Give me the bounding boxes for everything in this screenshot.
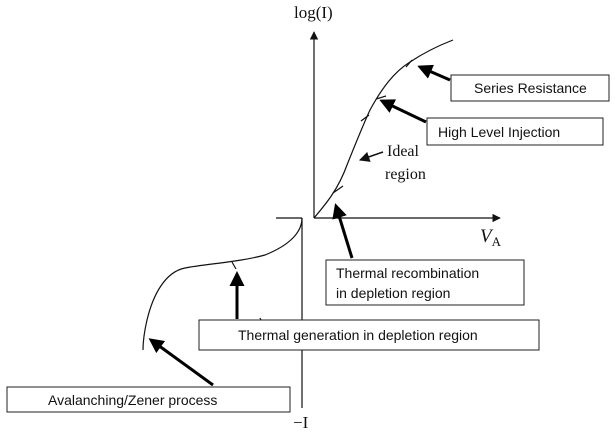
high-level-injection-box (426, 117, 604, 146)
ideal-region-label-line1: Ideal (387, 143, 420, 160)
x-axis-label-sub: A (492, 234, 502, 249)
tick-reverse (231, 261, 237, 270)
forward-curve (313, 39, 454, 219)
high-level-injection-label: High Level Injection (438, 124, 560, 140)
tick-high-level (375, 95, 387, 100)
series-resistance-arrow (417, 64, 451, 82)
tick-ideal-top (360, 114, 370, 122)
tick-series (405, 59, 413, 68)
avalanching-arrow (148, 338, 214, 387)
avalanching-box (6, 386, 291, 413)
x-axis-label: VA (480, 226, 502, 249)
series-resistance-box (450, 74, 610, 102)
thermal-recombination-label-line1: Thermal recombination (336, 265, 479, 281)
y-axis-label: log(I) (294, 3, 333, 22)
thermal-generation-box (198, 319, 540, 351)
tick-thermal (332, 185, 344, 194)
reverse-curve (142, 217, 303, 351)
thermal-recombination-arrow (332, 203, 354, 259)
avalanching-label: Avalanching/Zener process (48, 392, 217, 408)
series-resistance-label: Series Resistance (474, 80, 587, 96)
ideal-region-arrow (359, 151, 384, 162)
negative-current-label: −I (293, 413, 309, 432)
ideal-region-label-line2: region (385, 166, 426, 183)
x-axis-label-main: V (480, 226, 494, 247)
high-level-injection-arrow (379, 99, 427, 124)
thermal-recombination-label-line2: in depletion region (336, 285, 450, 301)
thermal-generation-label: Thermal generation in depletion region (238, 327, 478, 343)
thermal-recombination-box (325, 259, 525, 306)
